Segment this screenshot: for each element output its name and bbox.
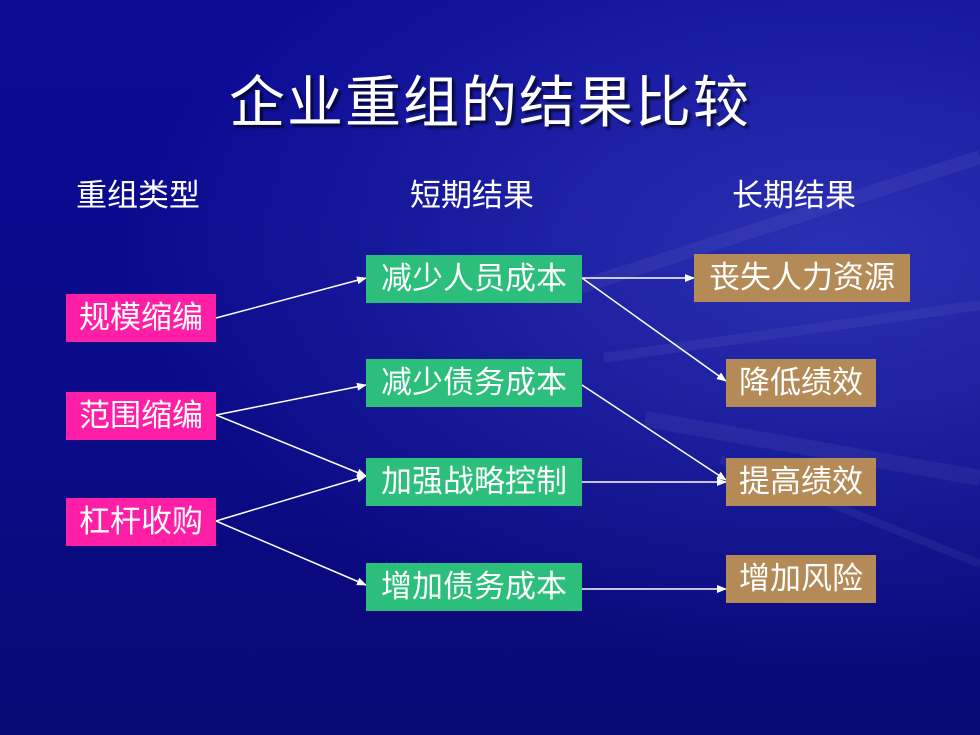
short-result-box: 减少债务成本 [366, 359, 582, 407]
long-result-box: 增加风险 [726, 555, 876, 603]
column-header-short: 短期结果 [410, 178, 534, 214]
long-result-box: 降低绩效 [726, 359, 876, 407]
link-arrow [581, 384, 727, 481]
link-arrow [215, 520, 367, 586]
long-result-box: 提高绩效 [726, 458, 876, 506]
slide-title: 企业重组的结果比较 [229, 71, 751, 136]
type-box: 规模缩编 [66, 294, 216, 342]
type-box: 杠杆收购 [66, 498, 216, 546]
short-result-box: 减少人员成本 [366, 255, 582, 303]
link-arrow [215, 474, 367, 522]
column-header-long: 长期结果 [732, 178, 856, 214]
type-box: 范围缩编 [66, 392, 216, 440]
short-result-box: 加强战略控制 [366, 458, 582, 506]
link-arrow [215, 382, 367, 416]
long-result-box: 丧失人力资源 [694, 254, 910, 302]
link-arrow [581, 277, 727, 382]
short-result-box: 增加债务成本 [366, 563, 582, 611]
link-arrow [215, 276, 367, 319]
link-arrow [215, 414, 367, 477]
column-header-type: 重组类型 [76, 178, 200, 214]
